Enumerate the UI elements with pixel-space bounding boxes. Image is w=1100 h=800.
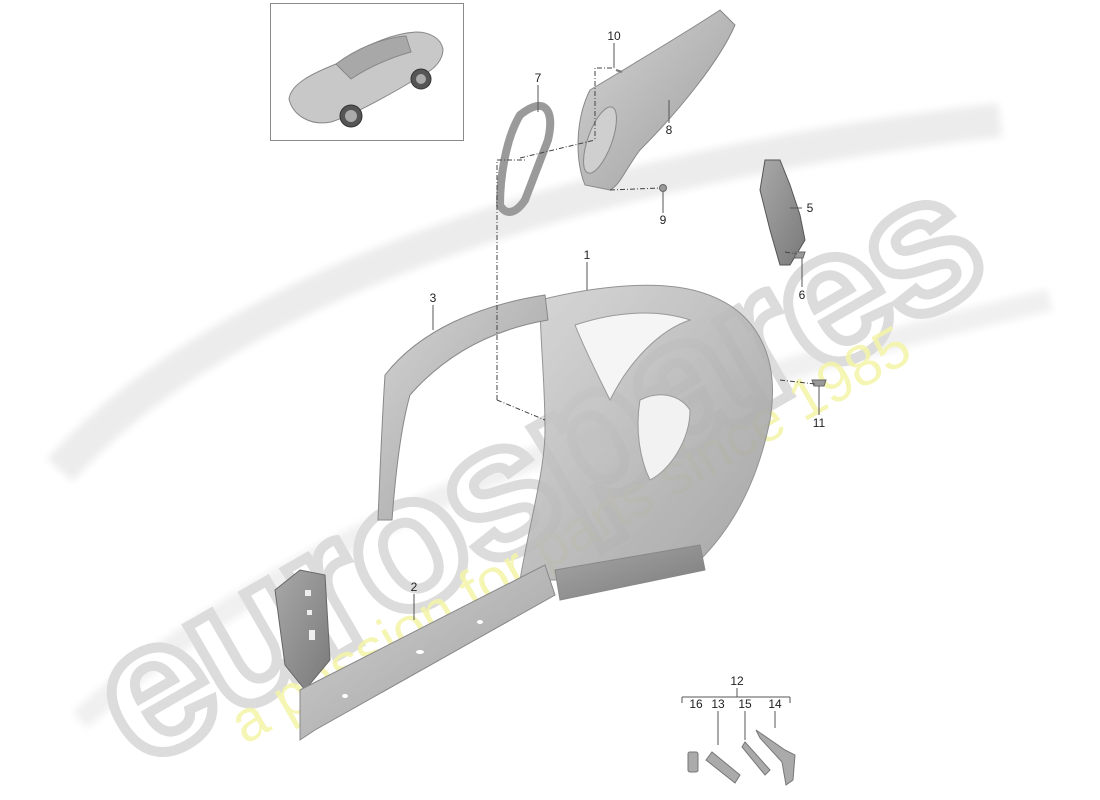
callout-11[interactable]: 11 <box>812 416 826 430</box>
part-a-pillar-lower <box>274 569 331 691</box>
callout-9[interactable]: 9 <box>659 213 667 227</box>
part-3-roof-rail <box>377 294 549 521</box>
part-6-stud <box>794 251 806 259</box>
callout-10[interactable]: 10 <box>607 29 621 43</box>
leader-lines <box>413 43 820 745</box>
part-11-stud <box>811 379 827 387</box>
callout-8[interactable]: 8 <box>665 123 673 137</box>
callout-6[interactable]: 6 <box>798 288 806 302</box>
part-7-trim-ring <box>495 101 555 216</box>
callout-14[interactable]: 14 <box>768 697 782 711</box>
part-10-clip <box>615 69 623 73</box>
callout-16[interactable]: 16 <box>689 697 703 711</box>
car-icon <box>288 31 444 128</box>
callout-5[interactable]: 5 <box>806 201 814 215</box>
part-2-sill <box>299 544 706 741</box>
callout-3[interactable]: 3 <box>429 291 437 305</box>
vehicle-thumbnail <box>270 3 464 141</box>
callout-12[interactable]: 12 <box>730 674 744 688</box>
callout-2[interactable]: 2 <box>410 580 418 594</box>
part-8-air-duct <box>577 9 736 191</box>
callout-13[interactable]: 13 <box>711 697 725 711</box>
parts-12-kit <box>687 729 796 786</box>
callout-1[interactable]: 1 <box>583 248 591 262</box>
part-5-bracket <box>759 159 806 266</box>
callout-15[interactable]: 15 <box>738 697 752 711</box>
part-1-side-panel <box>519 284 773 585</box>
part-9-nut <box>659 184 667 192</box>
callout-7[interactable]: 7 <box>534 71 542 85</box>
assembly-lines <box>496 67 816 421</box>
